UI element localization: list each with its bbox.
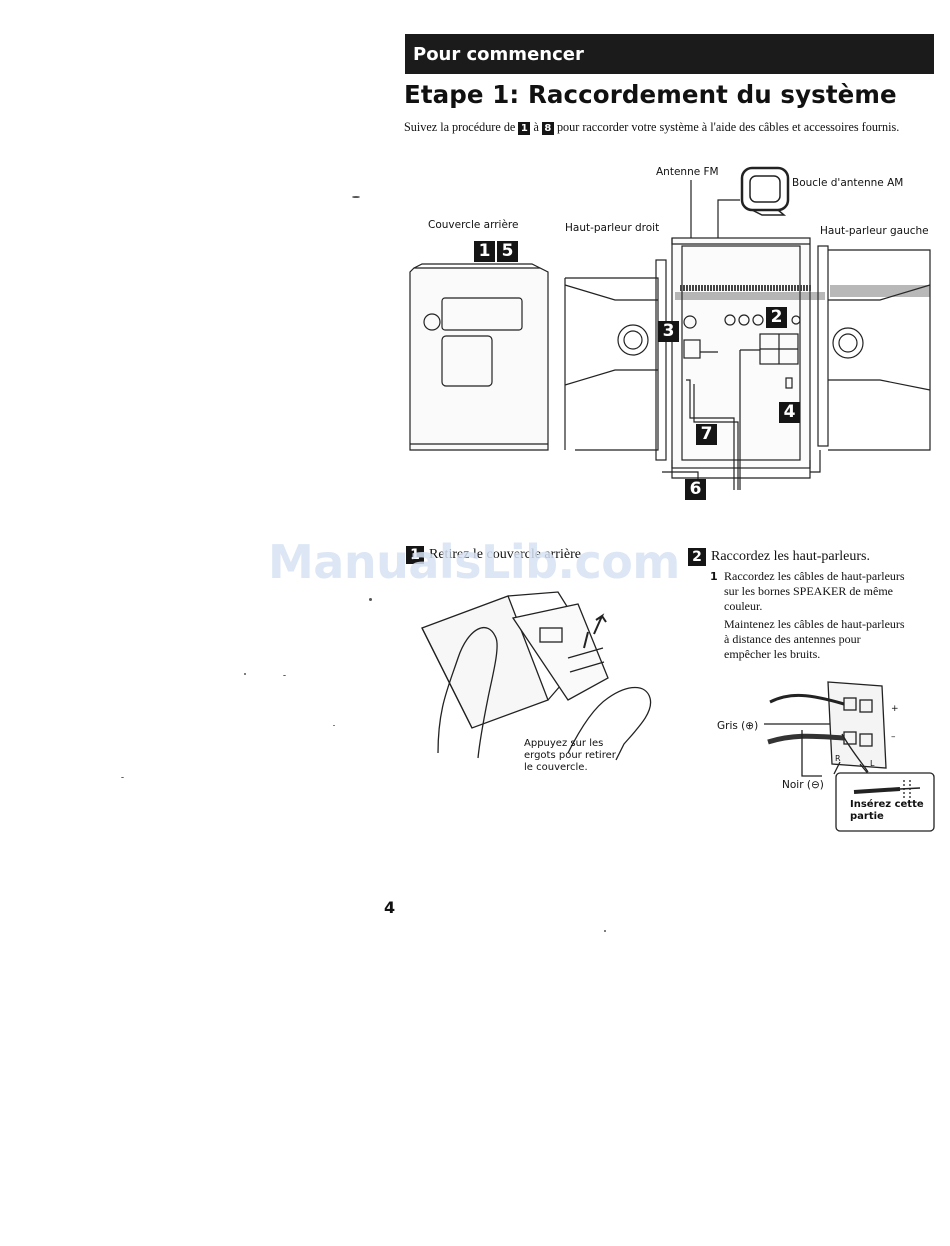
scan-speck: [244, 673, 246, 675]
cover-steps-badges: 1 5: [474, 241, 518, 263]
scan-speck: [283, 675, 286, 676]
terminal-r-label: R: [835, 754, 841, 763]
step2-item: 1 Raccordez les câbles de haut-parleurs …: [710, 569, 905, 661]
gray-wire-label: Gris (⊕): [717, 720, 759, 732]
minus-label: –: [891, 732, 896, 742]
intro-paragraph: Suivez la procédure de 1 à 8 pour raccor…: [404, 120, 900, 135]
remove-cover-drawing: [421, 591, 652, 761]
step-number-badge: 2: [688, 548, 706, 566]
scan-speck: [121, 777, 124, 778]
am-loop-label: Boucle d'antenne AM: [792, 177, 904, 189]
callout-2: 2: [766, 307, 787, 328]
scan-speck: [333, 725, 335, 726]
callout-7: 7: [696, 424, 717, 445]
insert-part-label: Insérez cette partie: [850, 799, 924, 822]
speaker-wiring-illustration: Gris (⊕) Noir (⊖) R L + – Insérez cette …: [710, 672, 938, 834]
step-number-badge: 1: [518, 121, 531, 135]
black-wire-label: Noir (⊖): [782, 779, 824, 791]
scan-speck: [369, 598, 372, 601]
speaker-left-label: Haut-parleur gauche: [820, 225, 929, 237]
callout-4: 4: [779, 402, 800, 423]
speaker-wiring-drawing: [764, 681, 935, 832]
back-cover-label: Couvercle arrière: [428, 219, 519, 231]
step1-heading: 1 Retirez le couvercle arrière: [406, 546, 581, 564]
connection-diagram: Antenne FM Boucle d'antenne AM Couvercle…: [400, 160, 950, 500]
callout-3: 3: [658, 321, 679, 342]
callout-5: 5: [497, 241, 518, 262]
terminal-l-label: L: [870, 759, 875, 768]
page-number: 4: [384, 898, 396, 917]
step-number-badge: 1: [406, 546, 424, 564]
callout-1: 1: [474, 241, 495, 262]
antenna-fm-label: Antenne FM: [656, 166, 719, 178]
step1-caption: Appuyez sur les ergots pour retirer le c…: [524, 738, 616, 773]
scan-speck: [604, 930, 606, 932]
section-label: Pour commencer: [413, 44, 584, 65]
plus-label: +: [891, 704, 899, 714]
item-number: 1: [710, 570, 718, 583]
step1-title: Retirez le couvercle arrière: [429, 547, 581, 563]
watermark: ManualsLib.com: [268, 535, 680, 589]
page-title: Etape 1: Raccordement du système: [404, 80, 897, 109]
section-header-bar: Pour commencer: [405, 34, 934, 74]
speaker-right-label: Haut-parleur droit: [565, 222, 660, 234]
scan-speck: [352, 196, 360, 198]
step2-title: Raccordez les haut-parleurs.: [711, 549, 870, 565]
remove-cover-illustration: Appuyez sur les ergots pour retirer le c…: [418, 588, 668, 773]
step2-instructions: 1 Raccordez les câbles de haut-parleurs …: [710, 569, 938, 662]
step-number-badge: 8: [541, 121, 554, 135]
connection-diagram-drawing: [409, 166, 931, 490]
callout-6: 6: [685, 479, 706, 500]
step2-heading: 2 Raccordez les haut-parleurs.: [688, 548, 870, 566]
